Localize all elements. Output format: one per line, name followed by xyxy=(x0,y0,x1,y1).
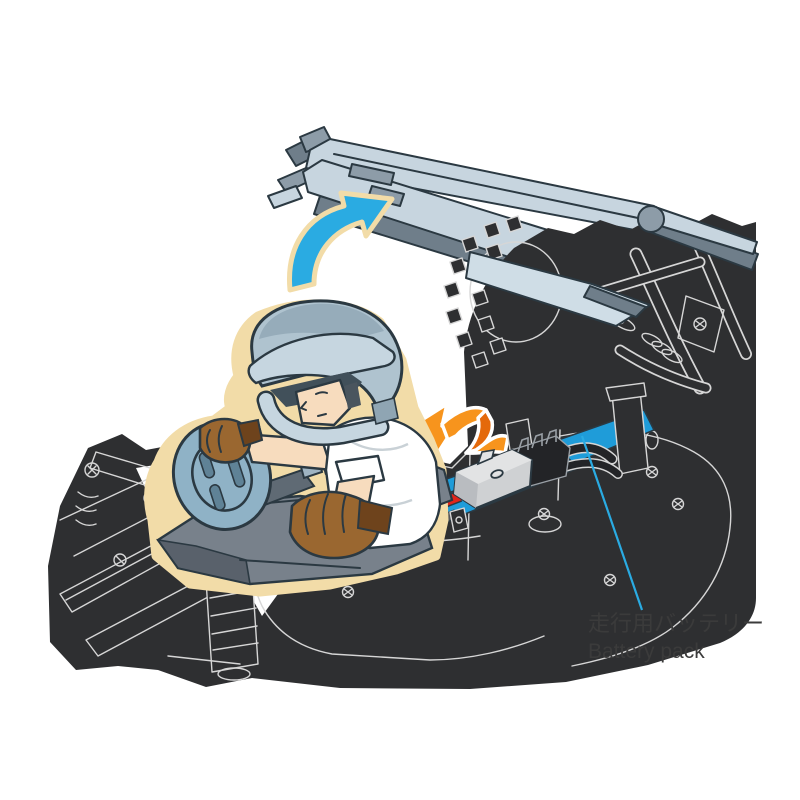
tire xyxy=(443,215,563,369)
driver-figure xyxy=(144,299,454,597)
windshield xyxy=(465,251,651,327)
leader-line xyxy=(580,435,644,611)
right-glove xyxy=(288,490,394,560)
battery-label: 走行用バッテリー Battery pack xyxy=(588,610,764,666)
left-glove xyxy=(198,417,264,464)
battery-label-jp: 走行用バッテリー xyxy=(588,611,765,636)
battery-connector xyxy=(449,428,623,533)
frame-hinge xyxy=(637,205,759,271)
lift-up-arrow-icon xyxy=(287,190,395,293)
helmet xyxy=(247,299,404,446)
battery-label-en: Battery pack xyxy=(588,640,705,663)
